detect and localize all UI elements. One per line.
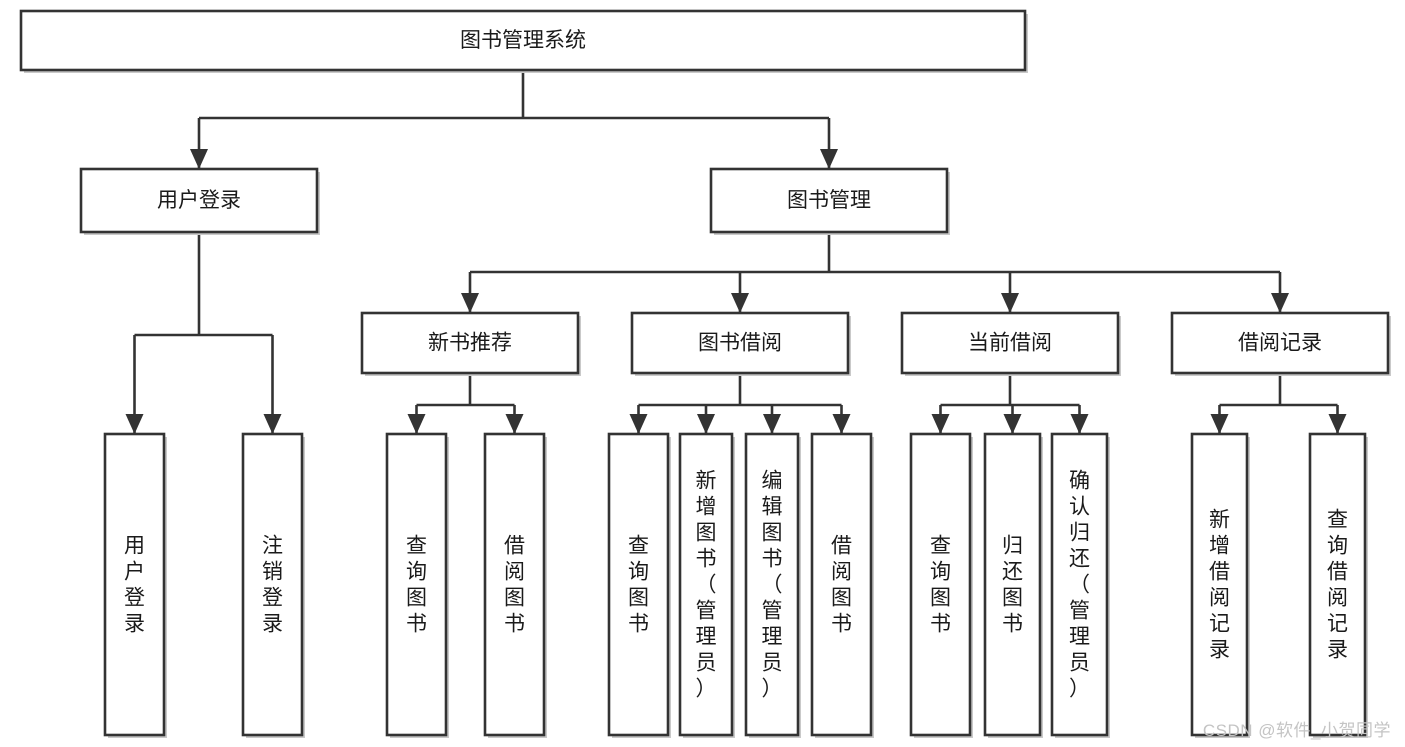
user-login-to-leaves-arrow [125, 414, 144, 434]
node-borrow-record[interactable]: 借阅记录 [1170, 311, 1391, 376]
management-to-level2-arrow [1271, 293, 1289, 313]
node-root[interactable]: 图书管理系统 [19, 9, 1028, 73]
management-to-level2-arrow [731, 293, 749, 313]
management-to-level2-arrow [1001, 293, 1019, 313]
node-label: 新增借阅记录 [1209, 509, 1230, 662]
new-book-recommend-to-leaves-arrow [407, 414, 426, 434]
node-leaf-confirm-return[interactable]: 确认归还（管理员） [1050, 432, 1110, 738]
node-label: 编辑图书（管理员） [762, 470, 783, 701]
node-label: 归还图书 [1002, 535, 1023, 636]
node-leaf-borrow-book-recommend[interactable]: 借阅图书 [483, 432, 547, 738]
node-label: 新书推荐 [428, 332, 512, 355]
borrow-record-to-leaves-arrow [1328, 414, 1347, 434]
node-leaf-return-book[interactable]: 归还图书 [983, 432, 1043, 738]
book-borrow-to-leaves-arrow [629, 414, 648, 434]
node-new-book-recommend[interactable]: 新书推荐 [360, 311, 581, 376]
node-leaf-query-book-recommend[interactable]: 查询图书 [385, 432, 449, 738]
new-book-recommend-to-leaves-arrow [505, 414, 524, 434]
node-leaf-add-book[interactable]: 新增图书（管理员） [678, 432, 735, 738]
current-borrow-to-leaves-arrow [1070, 414, 1089, 434]
node-label: 确认归还（管理员） [1069, 470, 1090, 701]
node-leaf-add-borrow-record[interactable]: 新增借阅记录 [1190, 432, 1250, 738]
node-book-management[interactable]: 图书管理 [709, 167, 950, 235]
current-borrow-to-leaves-arrow [931, 414, 950, 434]
node-leaf-logout[interactable]: 注销登录 [241, 432, 305, 738]
node-label: 借阅记录 [1238, 332, 1322, 355]
node-label: 查询图书 [406, 535, 427, 636]
root-to-level1-arrow [190, 149, 208, 169]
node-leaf-user-login[interactable]: 用户登录 [103, 432, 167, 738]
book-borrow-to-leaves-arrow [763, 414, 781, 434]
csdn-watermark: CSDN @软件_小贺同学 [1202, 721, 1391, 740]
node-label: 查询借阅记录 [1327, 509, 1348, 662]
book-borrow-to-leaves-arrow [697, 414, 715, 434]
user-login-to-leaves-arrow [263, 414, 282, 434]
current-borrow-to-leaves-arrow [1003, 414, 1022, 434]
root-to-level1-arrow [820, 149, 838, 169]
node-current-borrow[interactable]: 当前借阅 [900, 311, 1121, 376]
node-label: 新增图书（管理员） [696, 470, 717, 701]
node-label: 用户登录 [157, 189, 241, 212]
book-borrow-to-leaves-arrow [832, 414, 851, 434]
node-label: 图书管理 [787, 189, 871, 212]
node-label: 借阅图书 [504, 535, 525, 636]
borrow-record-to-leaves-arrow [1210, 414, 1229, 434]
management-to-level2-arrow [461, 293, 479, 313]
node-leaf-query-book-borrow[interactable]: 查询图书 [607, 432, 671, 738]
node-label: 图书借阅 [698, 332, 782, 355]
node-leaf-edit-book[interactable]: 编辑图书（管理员） [744, 432, 801, 738]
node-leaf-query-book-current[interactable]: 查询图书 [909, 432, 973, 738]
node-label: 用户登录 [124, 535, 145, 636]
node-leaf-borrow-book[interactable]: 借阅图书 [810, 432, 874, 738]
node-label: 查询图书 [628, 535, 649, 636]
node-layer: 图书管理系统用户登录图书管理新书推荐图书借阅当前借阅借阅记录用户登录注销登录查询… [19, 9, 1391, 738]
node-label: 注销登录 [262, 535, 283, 636]
node-label: 借阅图书 [831, 535, 852, 636]
connector-layer [125, 70, 1347, 434]
node-leaf-query-borrow-record[interactable]: 查询借阅记录 [1308, 432, 1368, 738]
node-book-borrow[interactable]: 图书借阅 [630, 311, 851, 376]
node-label: 图书管理系统 [460, 29, 586, 52]
node-user-login[interactable]: 用户登录 [79, 167, 320, 235]
node-label: 当前借阅 [968, 332, 1052, 355]
node-label: 查询图书 [930, 535, 951, 636]
